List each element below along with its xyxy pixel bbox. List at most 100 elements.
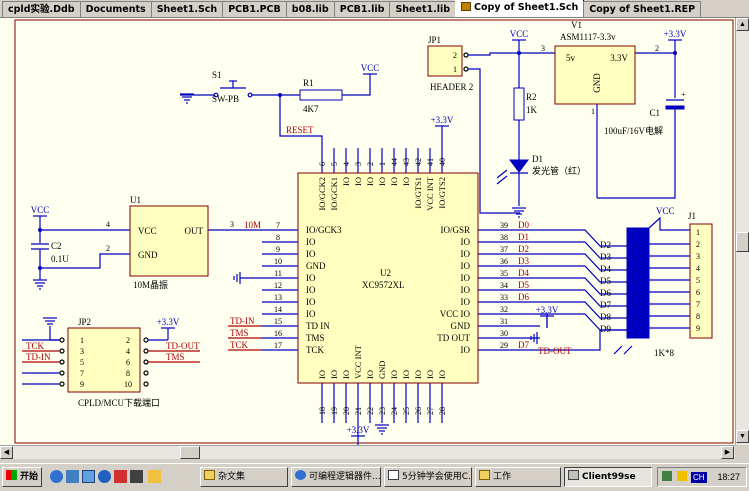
taskbar-button-1[interactable]: 可编程逻辑器件...	[291, 467, 381, 487]
u2-left-pin-label: GND	[306, 261, 326, 271]
vertical-scroll-thumb[interactable]	[736, 232, 749, 252]
u2-right-pin-number: 35	[500, 269, 508, 278]
scroll-right-button[interactable]: ▶	[721, 446, 734, 459]
ground-icon	[530, 332, 538, 344]
net-data-label: D1	[518, 232, 529, 242]
u2-right-pin-number: 39	[500, 221, 508, 230]
net-label: TCK	[230, 340, 249, 350]
ground-icon	[33, 279, 47, 290]
u2-bottom-pin-label: VCC INT	[353, 344, 363, 379]
j1-pin-number: 1	[696, 228, 700, 237]
u2-left-pin-label: TD IN	[306, 321, 330, 331]
tab-3[interactable]: PCB1.PCB	[222, 1, 287, 17]
led-bar-label: D7	[600, 300, 611, 310]
u2-bottom-pin-label: IO	[401, 370, 411, 379]
network-icon[interactable]	[662, 471, 672, 481]
u2-right-pin-number: 29	[500, 341, 508, 350]
u2-top-pin-number: 44	[390, 158, 399, 166]
tab-6[interactable]: Sheet1.lib	[389, 1, 457, 17]
r1-body	[299, 89, 343, 101]
internet-explorer-icon[interactable]	[50, 470, 63, 483]
wire	[468, 52, 555, 56]
u2-bottom-pin-number: 20	[342, 407, 351, 415]
led-bar-label: D3	[600, 252, 611, 262]
u2-body	[297, 172, 479, 384]
quick-launch-tool-icon[interactable]	[130, 470, 143, 483]
tab-2[interactable]: Sheet1.Sch	[150, 1, 224, 17]
tab-label: Sheet1.lib	[395, 4, 451, 15]
j1-pin-number: 8	[696, 312, 700, 321]
u2-bottom-pin-label: IO	[413, 370, 423, 379]
u2-left-pin-label: IO/GCK3	[306, 225, 342, 235]
quick-launch-folder-icon[interactable]	[148, 470, 161, 483]
u2-right-pin-label: IO	[461, 261, 471, 271]
u2-left-pin-label: TMS	[306, 333, 325, 343]
tab-8[interactable]: Copy of Sheet1.REP	[583, 1, 702, 17]
u2-right-pin-label: IO	[461, 285, 471, 295]
net-data-label: D2	[518, 244, 529, 254]
j1-pin-number: 4	[696, 264, 700, 273]
u2-left-pin-number: 17	[274, 341, 282, 350]
tab-0[interactable]: cpld实验.Ddb	[2, 1, 81, 17]
tab-4[interactable]: b08.lib	[285, 1, 335, 17]
scroll-up-button[interactable]: ▲	[736, 18, 749, 31]
sheet-border	[14, 19, 734, 444]
u2-top-pin-number: 1	[378, 162, 387, 166]
u2-top-pin-label: IO/GCK2	[317, 177, 327, 211]
u2-right-pin-number: 38	[500, 233, 508, 242]
power-label: +3.3V	[431, 115, 454, 125]
ie-window-icon	[295, 470, 306, 480]
u2-bottom-pin-number: 27	[426, 407, 435, 415]
u2-left-pin-label: IO	[306, 237, 316, 247]
wire	[540, 301, 627, 319]
d1-value: 发光管（红）	[532, 165, 586, 176]
r2-value: 1K	[526, 105, 538, 115]
show-desktop-icon[interactable]	[82, 470, 95, 483]
ime-indicator[interactable]: CH	[691, 472, 707, 483]
outlook-express-icon[interactable]	[66, 470, 79, 483]
taskbar-button-2[interactable]: 5分钟学会使用C...	[384, 467, 472, 487]
jp2-left-pin: 7	[80, 369, 84, 378]
tab-7[interactable]: Copy of Sheet1.Sch	[455, 0, 585, 17]
u2-top-pin-label: VCC INT	[425, 176, 435, 211]
horizontal-scroll-thumb[interactable]	[180, 446, 200, 459]
taskbar-button-0[interactable]: 杂文集	[200, 467, 288, 487]
v1-gnd-label: GND	[592, 73, 602, 93]
scroll-left-button[interactable]: ◀	[0, 446, 13, 459]
c1-polarity: +	[681, 90, 686, 99]
j1-body	[689, 223, 713, 339]
net-10m: 10M	[244, 220, 261, 230]
taskbar-button-4[interactable]: Client99se	[564, 467, 652, 487]
net-data-label: D4	[518, 268, 529, 278]
jp1-name: HEADER 2	[430, 82, 473, 92]
u2-top-pin-label: IO	[341, 177, 351, 186]
wire	[540, 229, 627, 247]
u2-left-pin-number: 10	[274, 257, 282, 266]
d1-led-icon	[509, 159, 529, 173]
jp1-designator: JP1	[428, 35, 441, 45]
start-button[interactable]: 开始	[2, 467, 42, 487]
volume-icon[interactable]	[676, 471, 687, 481]
media-player-icon[interactable]	[98, 470, 111, 483]
scroll-down-button[interactable]: ▼	[736, 430, 749, 443]
jp2-right-net: TMS	[166, 352, 185, 362]
quick-launch-app-icon[interactable]	[114, 470, 127, 483]
tab-5[interactable]: PCB1.lib	[333, 1, 391, 17]
u2-top-pin-label: IO/GCK1	[329, 177, 339, 211]
power-label: +3.3V	[664, 29, 687, 39]
u1-pin-4: 4	[106, 220, 110, 229]
u2-bottom-pin-number: 28	[438, 407, 447, 415]
horizontal-scrollbar[interactable]: ◀ ▶	[0, 445, 735, 459]
u1-pin-3: 3	[230, 220, 234, 229]
u2-bottom-pin-number: 24	[390, 407, 399, 415]
r2-designator: R2	[526, 92, 537, 102]
vertical-scrollbar[interactable]: ▲ ▼	[735, 18, 749, 445]
tab-1[interactable]: Documents	[79, 1, 152, 17]
u1-part: 10M晶振	[133, 279, 168, 290]
u2-part: XC9572XL	[362, 280, 405, 290]
u2-right-pin-label: VCC IO	[440, 309, 471, 319]
net-data-label: D5	[518, 280, 529, 290]
reset-net-label: RESET	[286, 125, 314, 135]
taskbar-button-3[interactable]: 工作	[475, 467, 561, 487]
